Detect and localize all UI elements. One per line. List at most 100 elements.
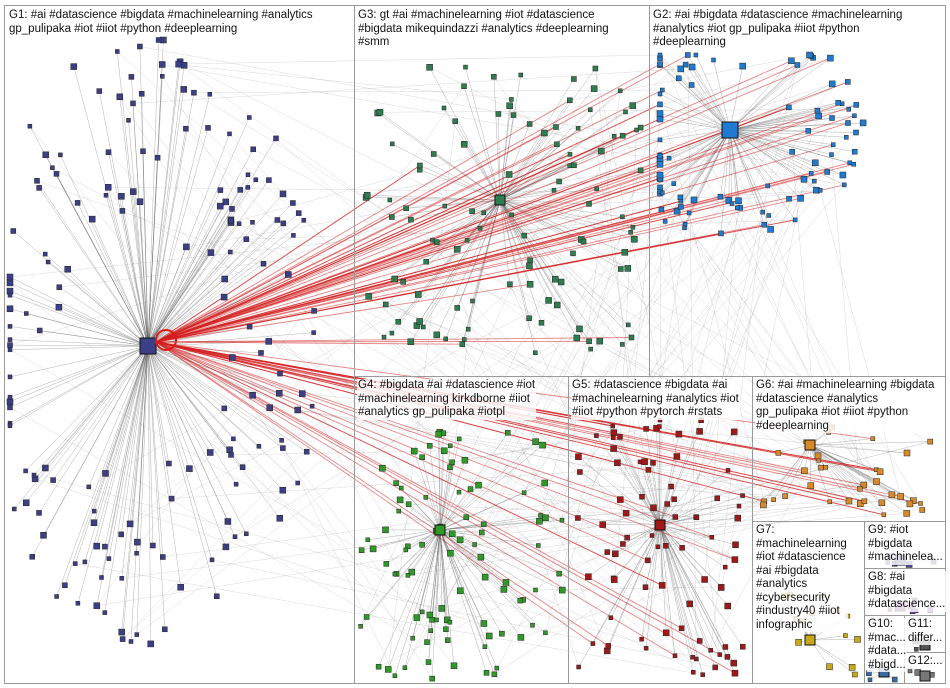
edge [147, 117, 250, 347]
edge [659, 129, 731, 157]
node [590, 641, 596, 646]
node [494, 665, 500, 671]
node [138, 91, 145, 97]
edge [659, 129, 731, 192]
edge [729, 57, 831, 131]
edge [119, 96, 406, 551]
edge [394, 529, 441, 676]
edge [378, 529, 441, 667]
node [426, 443, 433, 449]
edge [439, 488, 471, 531]
edge [75, 563, 703, 675]
node [443, 626, 449, 632]
node [663, 543, 669, 549]
node [140, 148, 146, 154]
node [266, 177, 272, 183]
edge [436, 529, 441, 621]
node [817, 188, 823, 193]
edge [33, 345, 149, 476]
node [40, 532, 47, 539]
edge [659, 63, 731, 131]
node [586, 201, 592, 207]
edge [147, 189, 241, 347]
edge [122, 54, 688, 640]
node [676, 75, 682, 82]
edge [729, 122, 864, 131]
edge [178, 54, 661, 65]
node [878, 499, 886, 507]
edge-highlight [155, 341, 885, 516]
edge [129, 345, 149, 524]
node [906, 500, 914, 508]
edge [499, 74, 522, 201]
edge [428, 300, 473, 663]
edge [230, 450, 445, 456]
edge [499, 68, 596, 201]
edge [569, 54, 810, 101]
node [711, 57, 716, 63]
node [643, 645, 649, 651]
node [814, 107, 821, 114]
edge [729, 129, 769, 187]
edge [439, 529, 455, 666]
edge [147, 345, 230, 450]
node [456, 436, 462, 442]
node [881, 512, 887, 518]
node [419, 454, 425, 460]
edge [439, 529, 507, 583]
edge [147, 345, 307, 452]
edge [396, 529, 441, 575]
node [99, 575, 104, 580]
edge [695, 54, 731, 131]
edge [809, 444, 901, 497]
edge [38, 187, 149, 347]
node [735, 205, 740, 211]
edge-highlight [155, 341, 712, 538]
edge [439, 462, 453, 531]
node [274, 217, 281, 223]
node [666, 155, 672, 161]
node [398, 485, 404, 491]
edge [26, 345, 149, 503]
node [442, 203, 448, 209]
node [180, 86, 187, 93]
node [599, 521, 606, 528]
node [175, 60, 182, 68]
edge [136, 345, 149, 635]
node [290, 200, 296, 206]
edge [426, 199, 501, 262]
edge [449, 122, 864, 623]
edge [659, 524, 712, 538]
node [675, 430, 683, 438]
edge [499, 199, 536, 353]
node [655, 544, 661, 550]
edge [77, 345, 149, 604]
node [102, 610, 108, 615]
node [31, 472, 37, 478]
edge [147, 345, 313, 407]
edge [773, 444, 811, 500]
node [390, 141, 395, 147]
edge [147, 252, 212, 347]
edge [147, 208, 233, 347]
hub-node [139, 337, 157, 355]
edge [421, 457, 441, 531]
node [792, 217, 798, 223]
edge-highlight [155, 122, 849, 343]
edge [729, 102, 839, 131]
edge [9, 339, 149, 347]
node [888, 491, 896, 499]
node [538, 513, 543, 518]
edge-highlight [155, 200, 739, 343]
group-label-g1: G1: #ai #datascience #bigdata #machinele… [8, 9, 314, 36]
node [126, 118, 131, 123]
node [258, 350, 264, 356]
node [168, 495, 175, 502]
edge [59, 286, 149, 347]
edge [47, 261, 149, 347]
node [74, 200, 81, 206]
edge [809, 639, 853, 668]
node [447, 443, 453, 449]
node [222, 198, 230, 206]
edge [121, 345, 149, 633]
